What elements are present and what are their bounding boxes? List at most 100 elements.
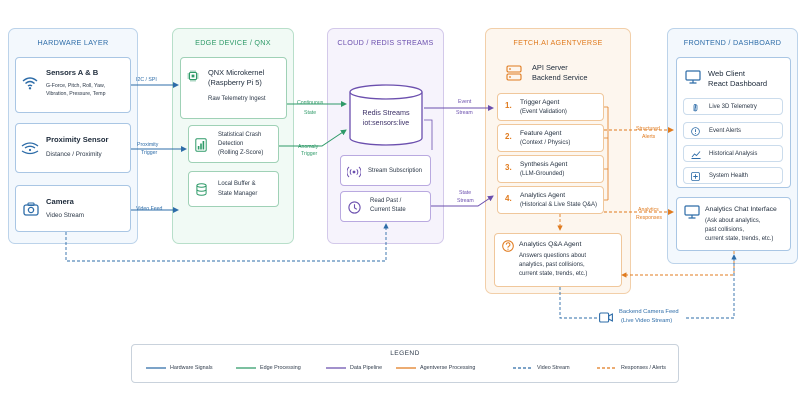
qnx-kernel-title-line2: (Raspberry Pi 5)	[208, 78, 262, 87]
crash-line2: Detection	[218, 141, 244, 147]
camera-card: Camera Video Stream	[15, 185, 131, 232]
api-server-line1: API Server	[532, 63, 568, 72]
read-line1: Read Past /	[370, 198, 402, 204]
bar-chart-icon	[195, 138, 207, 152]
local-buffer-card: Local Buffer & State Manager	[188, 171, 279, 207]
sensors-title: Sensors A & B	[46, 68, 99, 77]
state-stream-label-2: Stream	[457, 198, 474, 204]
anomaly-trigger-label-2: Trigger	[301, 151, 318, 157]
backend-camera-icon	[599, 312, 613, 323]
agent-3-title: Synthesis Agent	[520, 161, 568, 168]
read-state-card: Read Past / Current State	[340, 191, 431, 222]
agent-2-number: 2.	[505, 132, 512, 141]
agent-4-number: 4.	[505, 194, 512, 203]
legend-pipeline: Data Pipeline	[350, 365, 383, 371]
agent-card-1: 1. Trigger Agent (Event Validation)	[497, 93, 604, 121]
legend-hardware: Hardware Signals	[170, 365, 213, 371]
legend-video: Video Stream	[537, 365, 570, 371]
chat-interface-card[interactable]: Analytics Chat Interface (Ask about anal…	[676, 197, 791, 251]
event-stream-label-1: Event	[458, 99, 472, 105]
proximity-trigger-label-1: Proximity	[137, 142, 159, 148]
analytics-qa-title: Analytics Q&A Agent	[519, 241, 582, 248]
historical-analysis-item[interactable]: Historical Analysis	[683, 145, 783, 162]
trend-icon	[691, 151, 701, 159]
stream-subscription-card: Stream Subscription	[340, 155, 431, 186]
question-icon	[502, 240, 514, 252]
event-alerts-item[interactable]: Event Alerts	[683, 122, 783, 139]
system-health-item[interactable]: System Health	[683, 167, 783, 184]
agent-3-subtitle: (LLM-Grounded)	[520, 171, 565, 177]
chat-title: Analytics Chat Interface	[705, 206, 777, 213]
redis-line1: Redis Streams	[362, 108, 410, 117]
redis-cylinder	[349, 84, 423, 146]
system-health-label: System Health	[709, 173, 749, 179]
edge-device-title: EDGE DEVICE / QNX	[195, 38, 271, 47]
crash-line3: (Rolling Z-Score)	[218, 150, 264, 156]
proximity-subtitle: Distance / Proximity	[46, 151, 102, 158]
hand-icon	[693, 104, 698, 112]
legend: LEGEND	[131, 344, 679, 383]
analytics-qa-card: Analytics Q&A Agent Answers questions ab…	[494, 233, 622, 287]
api-server-line2: Backend Service	[532, 73, 588, 82]
health-icon	[691, 172, 700, 181]
server-icon	[506, 65, 522, 81]
camera-subtitle: Video Stream	[46, 212, 85, 219]
camera-title: Camera	[46, 197, 74, 206]
analytics-qa-line2: analytics, past collisions,	[519, 262, 585, 268]
backend-camera-label-1: Backend Camera Feed	[619, 309, 679, 315]
continuous-state-label-1: Continuous	[297, 100, 324, 106]
chat-line2: past collisions,	[705, 227, 745, 233]
structured-alerts-label-1: Structured	[636, 126, 660, 132]
structured-alerts-label-2: Alerts	[642, 134, 656, 140]
web-client-line2: React Dashboard	[708, 79, 768, 88]
buffer-line1: Local Buffer &	[218, 181, 256, 187]
agent-2-subtitle: (Context / Physics)	[520, 140, 571, 146]
anomaly-trigger-label-1: Anomaly	[298, 144, 319, 150]
analytics-responses-label-2: Responses	[636, 215, 662, 221]
alert-icon	[691, 127, 700, 136]
i2c-label: I2C / SPI	[136, 77, 157, 83]
agent-1-subtitle: (Event Validation)	[520, 109, 567, 115]
legend-agentverse: Agentverse Processing	[420, 365, 476, 371]
crash-detection-card: Statistical Crash Detection (Rolling Z-S…	[188, 125, 279, 163]
broadcast-icon	[347, 166, 361, 178]
crash-line1: Statistical Crash	[218, 132, 262, 138]
cloud-title: CLOUD / REDIS STREAMS	[337, 38, 434, 47]
sensors-card: Sensors A & B G-Force, Pitch, Roll, Yaw,…	[15, 57, 131, 113]
legend-edge: Edge Processing	[260, 365, 301, 371]
agent-2-title: Feature Agent	[520, 130, 562, 137]
sensors-subtitle: G-Force, Pitch, Roll, Yaw, Vibration, Pr…	[46, 83, 106, 97]
state-stream-label-1: State	[459, 190, 472, 196]
qnx-kernel-subtitle: Raw Telemetry Ingest	[208, 96, 266, 102]
analytics-qa-line3: current state, trends, etc.)	[519, 271, 588, 277]
agent-4-subtitle: (Historical & Live State Q&A)	[520, 202, 598, 208]
event-alerts-label: Event Alerts	[709, 128, 742, 134]
legend-responses: Responses / Alerts	[621, 365, 666, 371]
historical-analysis-label: Historical Analysis	[709, 151, 758, 157]
agent-4-title: Analytics Agent	[520, 192, 566, 199]
analytics-qa-line1: Answers questions about	[519, 253, 587, 259]
agent-1-title: Trigger Agent	[520, 99, 560, 106]
hardware-layer-title: HARDWARE LAYER	[37, 38, 109, 47]
redis-line2: iot:sensors:live	[362, 120, 410, 127]
stream-subscription-label: Stream Subscription	[368, 168, 423, 174]
continuous-state-label-2: State	[304, 110, 317, 116]
live-telemetry-item[interactable]: Live 3D Telemetry	[683, 98, 783, 115]
analytics-responses-label-1: Analytics	[638, 207, 659, 213]
wifi-icon	[22, 77, 38, 90]
qnx-kernel-card: QNX Microkernel (Raspberry Pi 5) Raw Tel…	[180, 57, 287, 119]
live-telemetry-label: Live 3D Telemetry	[709, 104, 757, 110]
chat-line1: (Ask about analytics,	[705, 218, 761, 224]
camera-icon	[23, 202, 39, 216]
chat-monitor-icon	[684, 205, 700, 219]
buffer-line2: State Manager	[218, 191, 258, 197]
video-feed-label: Video Feed	[136, 206, 163, 212]
proximity-card: Proximity Sensor Distance / Proximity	[15, 123, 131, 173]
chat-line3: current state, trends, etc.)	[705, 236, 774, 242]
backend-camera-label-2: (Live Video Stream)	[621, 318, 673, 324]
legend-title: LEGEND	[390, 350, 420, 357]
agent-card-2: 2. Feature Agent (Context / Physics)	[497, 124, 604, 152]
event-stream-label-2: Stream	[456, 110, 473, 116]
database-icon	[196, 183, 207, 196]
